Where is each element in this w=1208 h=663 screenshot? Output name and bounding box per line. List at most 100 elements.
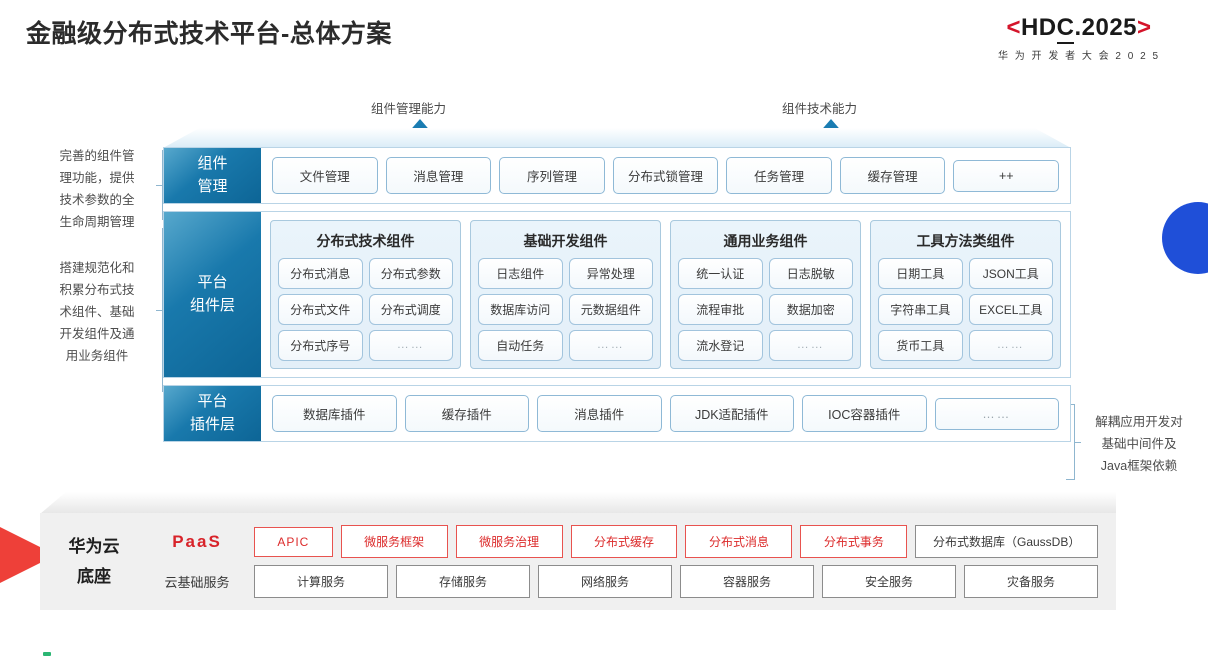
stack-top-face xyxy=(163,128,1071,148)
page-title: 金融级分布式技术平台-总体方案 xyxy=(26,20,392,48)
cell-currency-tool[interactable]: 货币工具 xyxy=(878,330,963,361)
cell-excel-tool[interactable]: EXCEL工具 xyxy=(968,294,1053,325)
layer-label-platform-component: 平台 组件层 xyxy=(164,212,261,377)
paas-label: PaaS xyxy=(172,531,222,551)
cell-more-tool[interactable]: …… xyxy=(968,330,1053,361)
cell-json-tool[interactable]: JSON工具 xyxy=(968,258,1053,289)
group-grid: 日志组件 异常处理 数据库访问 元数据组件 自动任务 …… xyxy=(478,258,653,361)
layer-label-line1: 组件 xyxy=(197,155,228,172)
cell-distributed-message[interactable]: 分布式消息 xyxy=(278,258,363,289)
cell-string-tool[interactable]: 字符串工具 xyxy=(878,294,963,325)
architecture-stack: 组件 管理 文件管理 消息管理 序列管理 分布式锁管理 任务管理 缓存管理 ++… xyxy=(163,147,1071,449)
group-common-business-components: 通用业务组件 统一认证 日志脱敏 流程审批 数据加密 流水登记 …… xyxy=(670,220,861,369)
layer-body-platform-component: 分布式技术组件 分布式消息 分布式参数 分布式文件 分布式调度 分布式序号 ……… xyxy=(261,212,1070,377)
group-basic-dev-components: 基础开发组件 日志组件 异常处理 数据库访问 元数据组件 自动任务 …… xyxy=(470,220,661,369)
layer-label-line2: 插件层 xyxy=(189,415,235,433)
group-tool-method-components: 工具方法类组件 日期工具 JSON工具 字符串工具 EXCEL工具 货币工具 …… xyxy=(870,220,1061,369)
cell-transaction-record[interactable]: 流水登记 xyxy=(678,330,763,361)
pill-cache-management[interactable]: 缓存管理 xyxy=(839,157,946,194)
group-title: 基础开发组件 xyxy=(523,233,608,249)
cell-unified-auth[interactable]: 统一认证 xyxy=(678,258,763,289)
cell-distributed-parameter[interactable]: 分布式参数 xyxy=(368,258,453,289)
pill-more-management[interactable]: ++ xyxy=(953,159,1060,192)
arrow-label-management: 组件管理能力 xyxy=(371,102,447,116)
svc-microservice-framework[interactable]: 微服务框架 xyxy=(340,525,448,558)
cell-process-approval[interactable]: 流程审批 xyxy=(678,294,763,325)
layer-component-management: 组件 管理 文件管理 消息管理 序列管理 分布式锁管理 任务管理 缓存管理 ++ xyxy=(163,147,1071,204)
layer-platform-plugin: 平台 插件层 数据库插件 缓存插件 消息插件 JDK适配插件 IOC容器插件 …… xyxy=(163,385,1071,442)
cell-date-tool[interactable]: 日期工具 xyxy=(878,258,963,289)
green-marker-decoration xyxy=(43,652,51,656)
pill-more-plugin[interactable]: …… xyxy=(934,397,1059,430)
base-title-line2: 底座 xyxy=(77,566,111,586)
side-note-left-top: 完善的组件管 理功能，提供 技术参数的全 生命周期管理 xyxy=(59,149,135,229)
svc-distributed-database-gaussdb[interactable]: 分布式数据库（GaussDB） xyxy=(915,525,1098,558)
svc-apic[interactable]: APIC xyxy=(254,526,333,557)
layer-label-line1: 平台 xyxy=(197,274,228,291)
cell-more-basic-dev[interactable]: …… xyxy=(568,330,653,361)
pill-message-plugin[interactable]: 消息插件 xyxy=(537,395,662,432)
hdc-logo-text-c: C xyxy=(1056,14,1075,44)
iaas-label: 云基础服务 xyxy=(164,575,230,590)
pill-file-management[interactable]: 文件管理 xyxy=(272,157,378,194)
blue-circle-decoration xyxy=(1162,202,1208,274)
svc-compute[interactable]: 计算服务 xyxy=(254,565,388,598)
hdc-logo-main: <HDC.2025> xyxy=(964,14,1194,44)
svc-network[interactable]: 网络服务 xyxy=(538,565,672,598)
group-grid: 日期工具 JSON工具 字符串工具 EXCEL工具 货币工具 …… xyxy=(878,258,1053,361)
layer-label-platform-plugin: 平台 插件层 xyxy=(164,386,261,441)
cell-log-component[interactable]: 日志组件 xyxy=(478,258,563,289)
svc-security[interactable]: 安全服务 xyxy=(822,565,956,598)
layer-label-line1: 平台 xyxy=(197,393,228,410)
base-top-face xyxy=(40,492,1116,514)
hdc-bracket-left-icon: < xyxy=(1006,14,1021,41)
base-title-line1: 华为云 xyxy=(68,536,120,556)
cell-metadata-component[interactable]: 元数据组件 xyxy=(568,294,653,325)
pill-ioc-container-plugin[interactable]: IOC容器插件 xyxy=(802,395,927,432)
cell-distributed-sequence[interactable]: 分布式序号 xyxy=(278,330,363,361)
hdc-logo-subtitle: 华 为 开 发 者 大 会 2 0 2 5 xyxy=(997,51,1161,62)
pill-distributed-lock-management[interactable]: 分布式锁管理 xyxy=(612,157,719,194)
pill-database-plugin[interactable]: 数据库插件 xyxy=(272,395,397,432)
svc-storage[interactable]: 存储服务 xyxy=(396,565,530,598)
cell-data-encryption[interactable]: 数据加密 xyxy=(768,294,853,325)
cell-more-business[interactable]: …… xyxy=(768,330,853,361)
hdc-bracket-right-icon: > xyxy=(1137,14,1152,41)
pill-message-management[interactable]: 消息管理 xyxy=(385,157,492,194)
cell-distributed-schedule[interactable]: 分布式调度 xyxy=(368,294,453,325)
layer-label-line2: 管理 xyxy=(197,177,228,195)
svc-disaster-recovery[interactable]: 灾备服务 xyxy=(964,565,1098,598)
cell-log-masking[interactable]: 日志脱敏 xyxy=(768,258,853,289)
layer-body-component-management: 文件管理 消息管理 序列管理 分布式锁管理 任务管理 缓存管理 ++ xyxy=(261,148,1070,203)
arrow-label-technology: 组件技术能力 xyxy=(782,102,858,116)
huawei-cloud-base-panel: 华为云 底座 PaaS APIC 微服务框架 微服务治理 分布式缓存 分布式消息… xyxy=(40,513,1116,610)
layer-label-component-management: 组件 管理 xyxy=(164,148,261,203)
svc-distributed-transaction[interactable]: 分布式事务 xyxy=(800,525,908,558)
base-title: 华为云 底座 xyxy=(40,532,148,592)
layer-platform-component: 平台 组件层 分布式技术组件 分布式消息 分布式参数 分布式文件 分布式调度 分… xyxy=(163,211,1071,378)
svc-distributed-message[interactable]: 分布式消息 xyxy=(685,525,793,558)
pill-task-management[interactable]: 任务管理 xyxy=(726,157,832,194)
cell-database-access[interactable]: 数据库访问 xyxy=(478,294,563,325)
group-title: 通用业务组件 xyxy=(723,233,808,249)
cell-more-distributed[interactable]: …… xyxy=(368,330,453,361)
svc-container[interactable]: 容器服务 xyxy=(680,565,814,598)
pill-sequence-management[interactable]: 序列管理 xyxy=(499,157,605,194)
group-title: 工具方法类组件 xyxy=(916,233,1015,249)
pill-cache-plugin[interactable]: 缓存插件 xyxy=(404,395,529,432)
svc-distributed-cache[interactable]: 分布式缓存 xyxy=(570,525,678,558)
base-rows: PaaS APIC 微服务框架 微服务治理 分布式缓存 分布式消息 分布式事务 … xyxy=(148,525,1116,598)
cell-distributed-file[interactable]: 分布式文件 xyxy=(278,294,363,325)
layer-body-platform-plugin: 数据库插件 缓存插件 消息插件 JDK适配插件 IOC容器插件 …… xyxy=(261,386,1070,441)
side-note-left-bottom: 搭建规范化和 积累分布式技 术组件、基础 开发组件及通 用业务组件 xyxy=(59,261,135,363)
group-grid: 统一认证 日志脱敏 流程审批 数据加密 流水登记 …… xyxy=(678,258,853,361)
svc-microservice-governance[interactable]: 微服务治理 xyxy=(455,525,563,558)
hdc-logo-text-a: HD xyxy=(1020,14,1057,41)
base-row-paas: PaaS APIC 微服务框架 微服务治理 分布式缓存 分布式消息 分布式事务 … xyxy=(148,525,1098,558)
base-row-iaas: 云基础服务 计算服务 存储服务 网络服务 容器服务 安全服务 灾备服务 xyxy=(148,565,1098,598)
pill-jdk-adapter-plugin[interactable]: JDK适配插件 xyxy=(669,395,794,432)
cell-auto-task[interactable]: 自动任务 xyxy=(478,330,563,361)
group-title: 分布式技术组件 xyxy=(316,233,415,249)
hdc-logo-text-b: .2025 xyxy=(1074,14,1138,41)
cell-exception-handling[interactable]: 异常处理 xyxy=(568,258,653,289)
